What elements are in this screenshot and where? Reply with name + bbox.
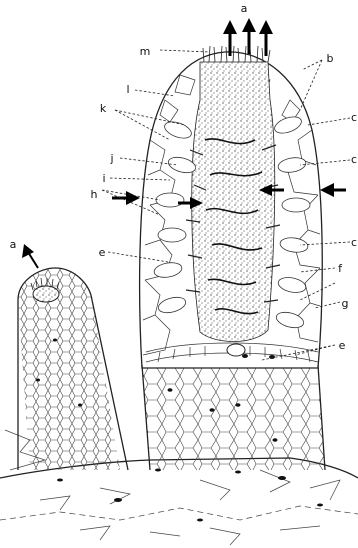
label-e-right: e <box>339 339 346 352</box>
label-a-left: a <box>10 238 17 251</box>
label-c2: c <box>351 153 357 166</box>
label-h: h <box>91 188 98 201</box>
label-j: j <box>109 152 113 165</box>
label-m: m <box>140 45 151 58</box>
label-f: f <box>338 262 343 275</box>
label-l: l <box>126 83 129 96</box>
left-branch <box>18 268 128 470</box>
label-a-top: a <box>241 2 248 15</box>
label-e-left: e <box>99 246 106 259</box>
main-stalk <box>142 354 325 470</box>
label-c3: c <box>351 236 357 249</box>
label-k: k <box>100 102 107 115</box>
label-c1: c <box>351 111 357 124</box>
label-i: i <box>102 172 105 185</box>
receptacle-head <box>140 46 323 368</box>
label-g: g <box>342 297 349 310</box>
flow-arrows <box>22 18 346 268</box>
label-b: b <box>327 52 334 65</box>
